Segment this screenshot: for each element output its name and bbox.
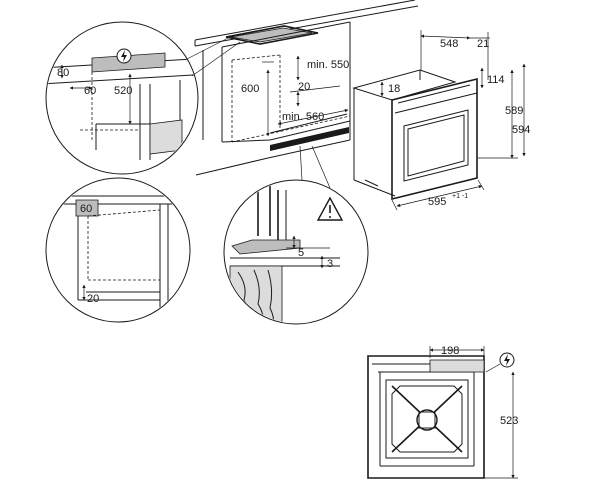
label-198: 198: [441, 345, 459, 357]
label-594: 594: [512, 124, 530, 136]
warning-triangle-icon: [316, 196, 344, 221]
leader-line-3: [299, 145, 303, 181]
dimension-20-niche: 20: [289, 81, 341, 107]
label-min-560: min. 560: [282, 111, 324, 123]
dimension-198: 198: [429, 345, 485, 358]
detail-circle-middle: 60 20: [45, 177, 191, 323]
label-589: 589: [505, 105, 523, 117]
dimension-18: 18: [380, 81, 400, 97]
power-plug-icon-rear: [485, 352, 515, 373]
kitchen-cabinet: [194, 0, 419, 176]
leader-line-1: [184, 35, 233, 61]
label-18: 18: [388, 83, 400, 95]
detail-circle-top: 80 60 520: [45, 21, 199, 175]
power-plug-icon: [116, 48, 132, 64]
dimension-114: 114: [480, 67, 505, 89]
detail-circle-bottom: 5 3: [223, 179, 369, 325]
dimension-600: 600: [241, 61, 274, 137]
label-circle1-520: 520: [114, 85, 132, 97]
label-circle2-20: 20: [87, 293, 99, 305]
dimension-595: 595 +1 -1: [391, 179, 485, 211]
label-min-550: min. 550: [307, 59, 349, 71]
oven: [352, 69, 478, 201]
label-523: 523: [500, 415, 518, 427]
label-circle3-5: 5: [298, 247, 304, 259]
label-595: 595: [428, 196, 446, 208]
dimension-21: 21: [470, 32, 490, 80]
label-21: 21: [477, 38, 489, 50]
dimension-min-560: min. 560: [277, 108, 349, 126]
label-circle3-3: 3: [327, 258, 333, 270]
label-114: 114: [487, 74, 505, 86]
dimension-min-550: min. 550: [296, 55, 349, 81]
label-circle1-60: 60: [84, 85, 96, 97]
label-548: 548: [440, 38, 458, 50]
label-20-niche: 20: [298, 81, 310, 93]
label-circle2-60: 60: [80, 203, 92, 215]
label-595-tolerance: +1 -1: [452, 193, 468, 200]
dimension-594: 594: [512, 63, 530, 157]
oven-rear-view: [367, 355, 485, 479]
dimension-548: 548: [420, 30, 471, 70]
label-circle1-80: 80: [57, 67, 69, 79]
label-600: 600: [241, 83, 259, 95]
dimension-589: 589: [478, 69, 523, 159]
dimension-523: 523: [484, 371, 518, 479]
